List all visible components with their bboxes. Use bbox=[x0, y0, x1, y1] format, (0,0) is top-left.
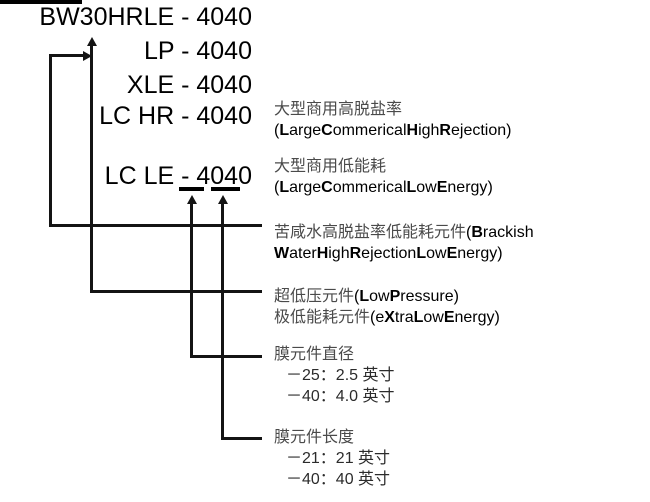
leader-line-element-diameter bbox=[190, 355, 262, 358]
description-extra-low-energy-line: 极低能耗元件(eXtraLowEnergy) bbox=[274, 309, 500, 326]
model-code-bw30hrle: BW30HRLE - 4040 bbox=[39, 3, 252, 31]
description-low-pressure-line: 超低压元件(LowPressure) bbox=[274, 288, 459, 305]
leader-line-brackish-water bbox=[49, 224, 262, 227]
model-code-lp: LP - 4040 bbox=[144, 37, 252, 65]
description-heading: 膜元件长度 bbox=[274, 429, 355, 446]
model-code-lcle: LC LE - 4040 bbox=[104, 162, 252, 190]
underline-tick-diameter bbox=[179, 187, 204, 191]
description-cn-text: 大型商用低能耗 bbox=[274, 158, 387, 175]
description-en-text: (Brackish WaterHighRejectionLowEnergy) bbox=[274, 224, 534, 262]
description-low-pressure-extra-low-energy: 超低压元件(LowPressure) 极低能耗元件(eXtraLowEnergy… bbox=[274, 286, 646, 328]
connector-line-length-vertical bbox=[221, 203, 224, 439]
description-en-text: (LargeCommericalLowEnergy) bbox=[274, 179, 493, 196]
arrow-up-icon-length bbox=[218, 195, 228, 204]
description-element-diameter: 膜元件直径 －25：2.5 英寸 －40：4.0 英寸 bbox=[274, 344, 646, 407]
connector-line-diameter-vertical bbox=[190, 203, 193, 357]
leader-line-low-pressure bbox=[90, 290, 262, 293]
description-element-length: 膜元件长度 －21：21 英寸 －40：40 英寸 bbox=[274, 427, 646, 490]
description-cn-text: 极低能耗元件 bbox=[274, 309, 371, 326]
description-large-commercial-high-rejection: 大型商用高脱盐率 (LargeCommericalHighRejection) bbox=[274, 99, 646, 141]
connector-line-top-horizontal bbox=[49, 54, 85, 57]
connector-line-main-vertical bbox=[90, 45, 93, 292]
description-row: －40：4.0 英寸 bbox=[286, 388, 395, 405]
description-cn-text: 大型商用高脱盐率 bbox=[274, 101, 403, 118]
arrow-right-icon bbox=[83, 51, 92, 61]
arrow-up-icon-main bbox=[87, 37, 97, 46]
model-code-xle: XLE - 4040 bbox=[126, 71, 252, 99]
description-en-text: (LargeCommericalHighRejection) bbox=[274, 122, 512, 139]
description-row: －25：2.5 英寸 bbox=[286, 367, 395, 384]
underline-tick-length bbox=[211, 187, 240, 191]
description-cn-text: 超低压元件 bbox=[274, 288, 355, 305]
underline-bar-lp bbox=[0, 0, 82, 4]
connector-line-outer-vertical bbox=[49, 55, 52, 227]
description-large-commercial-low-energy: 大型商用低能耗 (LargeCommericalLowEnergy) bbox=[274, 156, 646, 198]
arrow-up-icon-diameter bbox=[187, 195, 197, 204]
description-cn-text: 苦咸水高脱盐率低能耗元件 bbox=[274, 224, 467, 241]
description-heading: 膜元件直径 bbox=[274, 346, 355, 363]
description-row: －21：21 英寸 bbox=[286, 450, 391, 467]
description-brackish-water: 苦咸水高脱盐率低能耗元件(Brackish WaterHighRejection… bbox=[274, 222, 646, 264]
model-code-lchr: LC HR - 4040 bbox=[99, 102, 252, 130]
leader-line-element-length bbox=[221, 437, 262, 440]
description-row: －40：40 英寸 bbox=[286, 471, 391, 488]
